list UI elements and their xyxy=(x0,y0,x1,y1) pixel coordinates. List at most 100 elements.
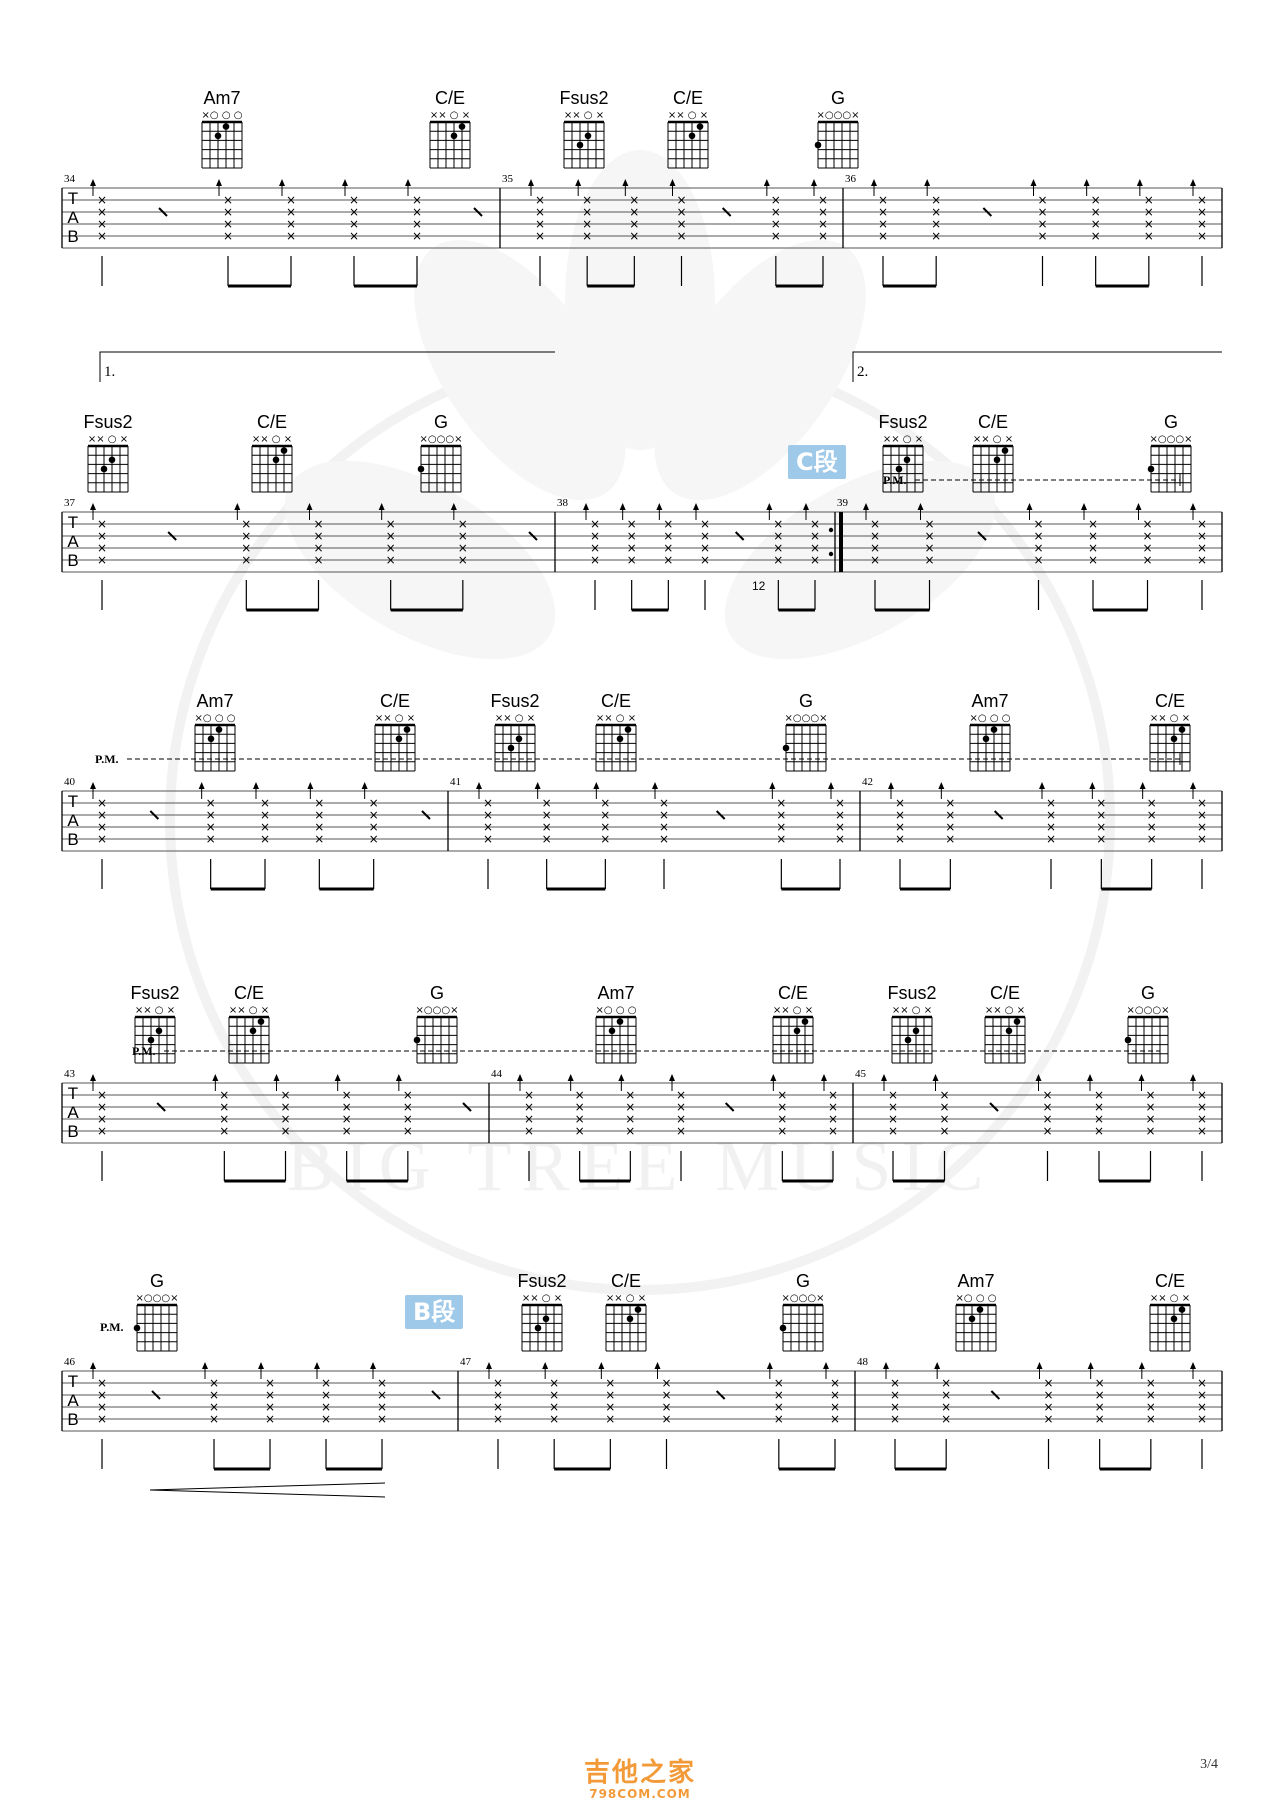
muted-note: × xyxy=(659,832,669,846)
muted-note: × xyxy=(1144,229,1154,243)
muted-note: × xyxy=(241,517,251,531)
chord-finger-dot xyxy=(417,465,425,473)
chord-string-markers: ×× ○ × xyxy=(606,1293,646,1304)
chord-diagram-g: G×○○○× xyxy=(413,983,458,1064)
chord-finger-dot xyxy=(507,744,515,752)
muted-note: × xyxy=(1197,1388,1207,1402)
muted-note: × xyxy=(661,1400,671,1414)
strum-chord: ×××× xyxy=(766,503,783,610)
strum-arrowhead xyxy=(216,179,222,186)
strum-arrowhead xyxy=(770,1074,777,1081)
muted-note: × xyxy=(810,529,820,543)
muted-note: × xyxy=(1197,205,1207,219)
muted-note: × xyxy=(1046,832,1056,846)
chord-finger-dot xyxy=(395,735,403,743)
muted-note: × xyxy=(369,820,379,834)
watermark-leaf xyxy=(414,239,626,501)
strum-chord: ×××× xyxy=(619,503,637,610)
muted-note: × xyxy=(939,1124,949,1138)
muted-note: × xyxy=(627,529,637,543)
strum-chord: ×××× xyxy=(575,179,592,286)
chord-string-markers: ×○○○× xyxy=(136,1293,179,1304)
muted-note: × xyxy=(1146,1376,1156,1390)
muted-note: × xyxy=(895,796,905,810)
muted-note: × xyxy=(535,217,545,231)
chord-name: G xyxy=(1164,412,1178,432)
chord-diagram-g: G×○○○× xyxy=(1147,412,1192,493)
muted-note: × xyxy=(1096,820,1106,834)
muted-note: × xyxy=(342,1088,352,1102)
muted-note: × xyxy=(260,808,270,822)
strum-chord: ×××× xyxy=(669,1074,686,1181)
rest-mark xyxy=(724,1102,735,1112)
strum-chord: ×××× xyxy=(534,782,552,889)
chord-finger-dot xyxy=(801,1018,809,1025)
muted-note: × xyxy=(223,205,233,219)
muted-note: × xyxy=(776,796,786,810)
muted-note: × xyxy=(1091,193,1101,207)
chord-string-markers: ×× ○ × xyxy=(973,434,1013,445)
measure-number: 46 xyxy=(64,1356,76,1368)
chord-diagram-fsus2: Fsus2×× ○ × xyxy=(83,412,133,493)
chord-diagram-g: G×○○○× xyxy=(782,691,827,772)
muted-note: × xyxy=(774,1388,784,1402)
muted-note: × xyxy=(818,229,828,243)
chord-finger-dot xyxy=(147,1036,155,1044)
chord-string-markers: ×○ ○ ○ xyxy=(195,713,236,724)
strum-arrowhead xyxy=(622,179,629,186)
chord-finger-dot xyxy=(458,123,466,130)
strum-arrowhead xyxy=(593,782,600,789)
muted-note: × xyxy=(493,1400,503,1414)
strum-chord: ×××× xyxy=(1190,179,1207,286)
strum-chord: ×××× xyxy=(828,782,845,889)
muted-note: × xyxy=(700,541,710,555)
strum-chord: ×××× xyxy=(1035,1074,1053,1181)
strum-arrowhead xyxy=(1081,503,1087,510)
chord-diagram-fsus2: Fsus2×× ○ × xyxy=(887,983,937,1064)
muted-note: × xyxy=(403,1100,413,1114)
strum-chord: ×××× xyxy=(90,1362,107,1469)
strum-arrowhead xyxy=(938,782,945,789)
muted-note: × xyxy=(1091,229,1101,243)
muted-note: × xyxy=(878,193,888,207)
chord-finger-dot xyxy=(515,735,523,743)
chord-finger-dot xyxy=(1001,447,1009,454)
muted-note: × xyxy=(286,205,296,219)
muted-note: × xyxy=(493,1376,503,1390)
chord-diagram-c-e: C/E×× ○ × xyxy=(374,691,416,772)
muted-note: × xyxy=(241,529,251,543)
muted-note: × xyxy=(771,193,781,207)
chord-finger-dot xyxy=(626,1315,634,1323)
muted-note: × xyxy=(209,1400,219,1414)
rest-mark xyxy=(993,810,1004,820)
chord-string-markers: ×× ○ × xyxy=(252,434,292,445)
muted-note: × xyxy=(828,1124,838,1138)
muted-note: × xyxy=(1142,517,1152,531)
strum-chord: ×××× xyxy=(1087,1362,1105,1469)
strum-chord xyxy=(473,207,483,217)
strum-chord: ×××× xyxy=(1135,503,1153,610)
strum-arrowhead xyxy=(486,1362,492,1369)
muted-note: × xyxy=(1197,541,1207,555)
muted-note: × xyxy=(209,1412,219,1426)
strum-arrowhead xyxy=(1087,1362,1094,1369)
muted-note: × xyxy=(377,1388,387,1402)
chord-finger-dot xyxy=(634,1306,642,1313)
volta-label: 2. xyxy=(857,364,868,380)
measure-number: 35 xyxy=(502,173,514,185)
muted-note: × xyxy=(260,832,270,846)
muted-note: × xyxy=(313,517,323,531)
muted-note: × xyxy=(97,1100,107,1114)
chord-string-markers: ×× ○ × xyxy=(773,1005,813,1016)
muted-note: × xyxy=(1096,808,1106,822)
strum-arrowhead xyxy=(583,503,589,510)
strum-arrowhead xyxy=(871,179,877,186)
strum-arrowhead xyxy=(1190,1362,1196,1369)
muted-note: × xyxy=(97,1124,107,1138)
chord-finger-dot xyxy=(584,132,592,140)
strum-chord: ×××× xyxy=(90,503,107,610)
muted-note: × xyxy=(661,1412,671,1426)
chord-string-markers: ×× ○ × xyxy=(668,110,708,121)
chord-name: C/E xyxy=(435,88,465,108)
strum-chord: ×××× xyxy=(883,1362,900,1469)
